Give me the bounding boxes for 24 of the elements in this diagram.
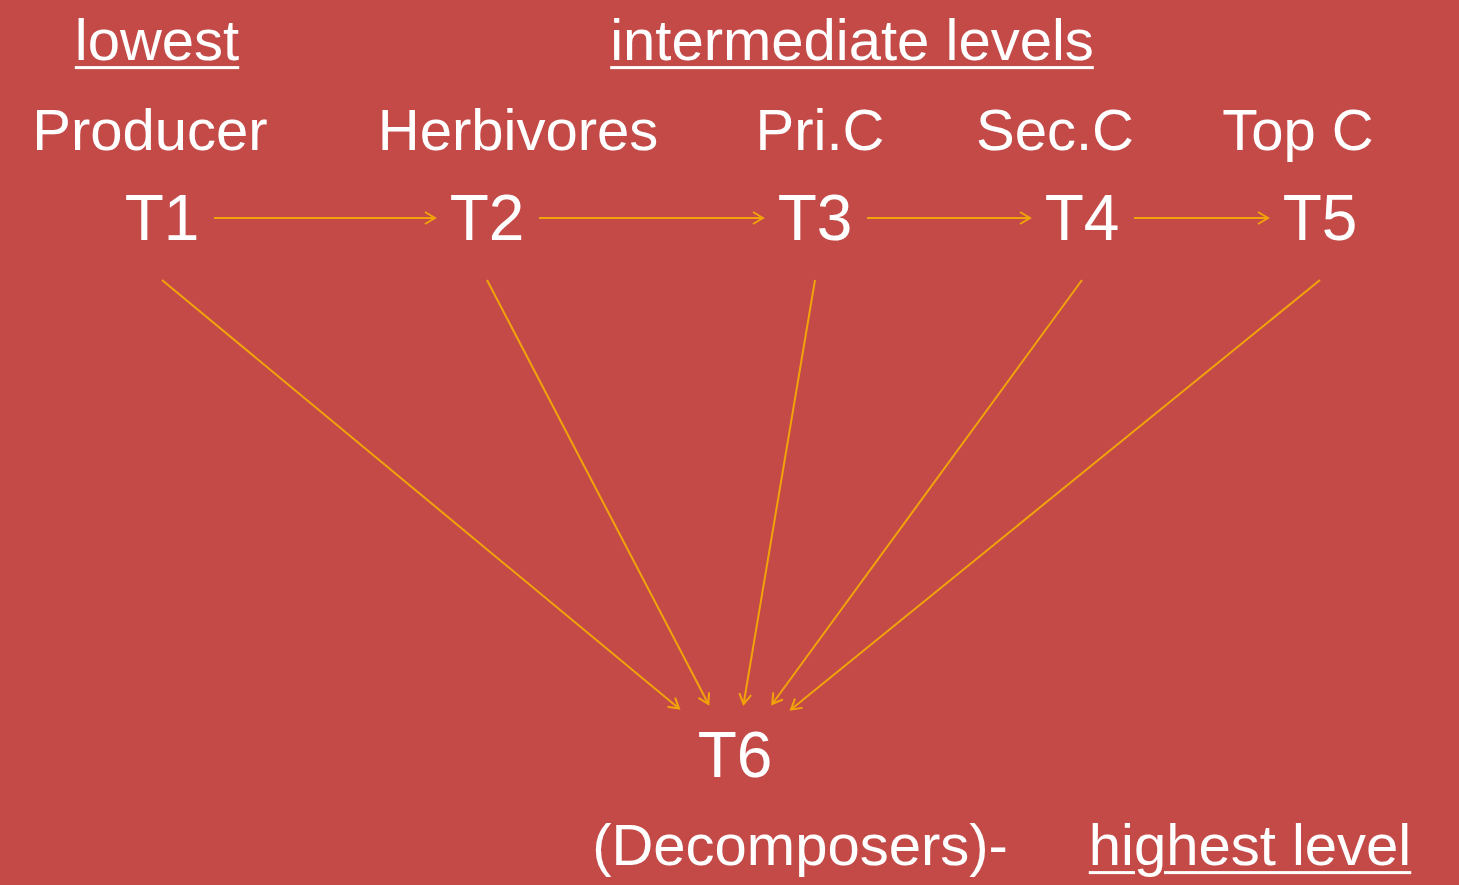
level-name: Herbivores [377,98,659,162]
level-note: intermediate levels [610,8,1094,72]
level-label: T2 [449,186,525,250]
arrow [866,211,1031,225]
arrow [486,279,711,705]
arrow [790,279,1321,711]
arrow [538,211,764,225]
arrow [771,279,1083,705]
arrow [161,279,680,710]
level-name: (Decomposers)- [592,813,1008,877]
level-note: lowest [74,8,240,72]
level-name: Top C [1222,98,1374,162]
level-note: highest level [1088,813,1412,877]
arrow [738,279,816,705]
level-label: T6 [697,723,773,787]
level-label: T5 [1282,186,1358,250]
arrow [1133,211,1269,225]
arrow [213,211,436,225]
level-name: Producer [32,98,268,162]
level-label: T1 [124,186,200,250]
level-name: Sec.C [976,98,1134,162]
level-name: Pri.C [755,98,885,162]
level-label: T4 [1044,186,1120,250]
level-label: T3 [777,186,853,250]
